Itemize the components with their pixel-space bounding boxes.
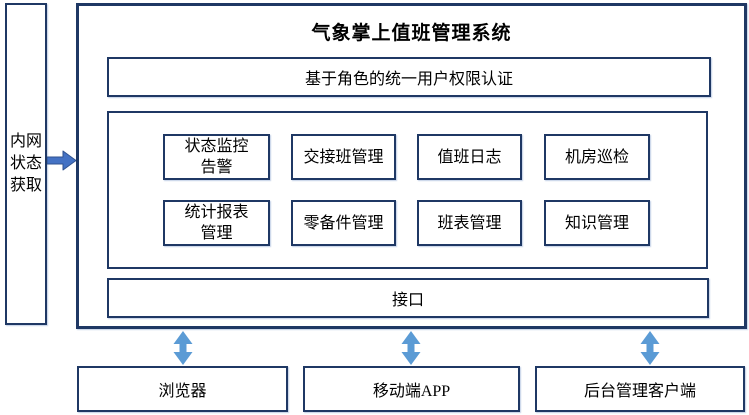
module-report-management: 统计报表 管理	[163, 200, 270, 246]
client-label: 浏览器	[158, 383, 207, 400]
system-box	[76, 3, 747, 329]
client-admin: 后台管理客户端	[535, 366, 745, 412]
double-arrow-icon	[401, 331, 421, 365]
intranet-status-line: 内网	[9, 133, 42, 150]
module-label: 告警	[200, 159, 233, 176]
system-title: 气象掌上值班管理系统	[311, 23, 512, 44]
module-label: 交接班管理	[303, 148, 384, 166]
module-schedule-management: 班表管理	[417, 200, 522, 246]
module-shift-handover: 交接班管理	[291, 134, 396, 180]
module-label: 机房巡检	[564, 148, 629, 166]
module-duty-log: 值班日志	[417, 134, 522, 180]
interface-bar: 接口	[107, 278, 709, 318]
module-label: 班表管理	[437, 214, 502, 232]
double-arrow-icon	[640, 331, 660, 365]
intranet-status-box: 内网 状态 获取	[5, 3, 47, 325]
auth-bar: 基于角色的统一用户权限认证	[107, 57, 711, 97]
module-label: 状态监控	[184, 138, 249, 155]
right-arrow-icon	[47, 150, 77, 171]
intranet-status-line: 获取	[9, 177, 42, 194]
double-arrow-icon	[173, 331, 193, 365]
module-label: 统计报表	[184, 204, 249, 221]
module-label: 管理	[200, 225, 233, 242]
interface-bar-label: 接口	[391, 292, 424, 309]
client-label: 后台管理客户端	[583, 383, 696, 400]
auth-bar-label: 基于角色的统一用户权限认证	[304, 71, 513, 88]
client-browser: 浏览器	[77, 366, 288, 412]
module-label: 值班日志	[437, 148, 502, 166]
module-label: 零备件管理	[303, 214, 384, 232]
module-label: 知识管理	[564, 214, 629, 232]
intranet-status-line: 状态	[9, 155, 42, 172]
module-room-inspection: 机房巡检	[544, 134, 650, 180]
client-mobile-app: 移动端APP	[303, 366, 520, 412]
module-knowledge-management: 知识管理	[544, 200, 650, 246]
module-spare-parts-management: 零备件管理	[291, 200, 396, 246]
module-status-monitoring-alarm: 状态监控 告警	[163, 134, 270, 180]
client-label: 移动端APP	[372, 383, 451, 400]
